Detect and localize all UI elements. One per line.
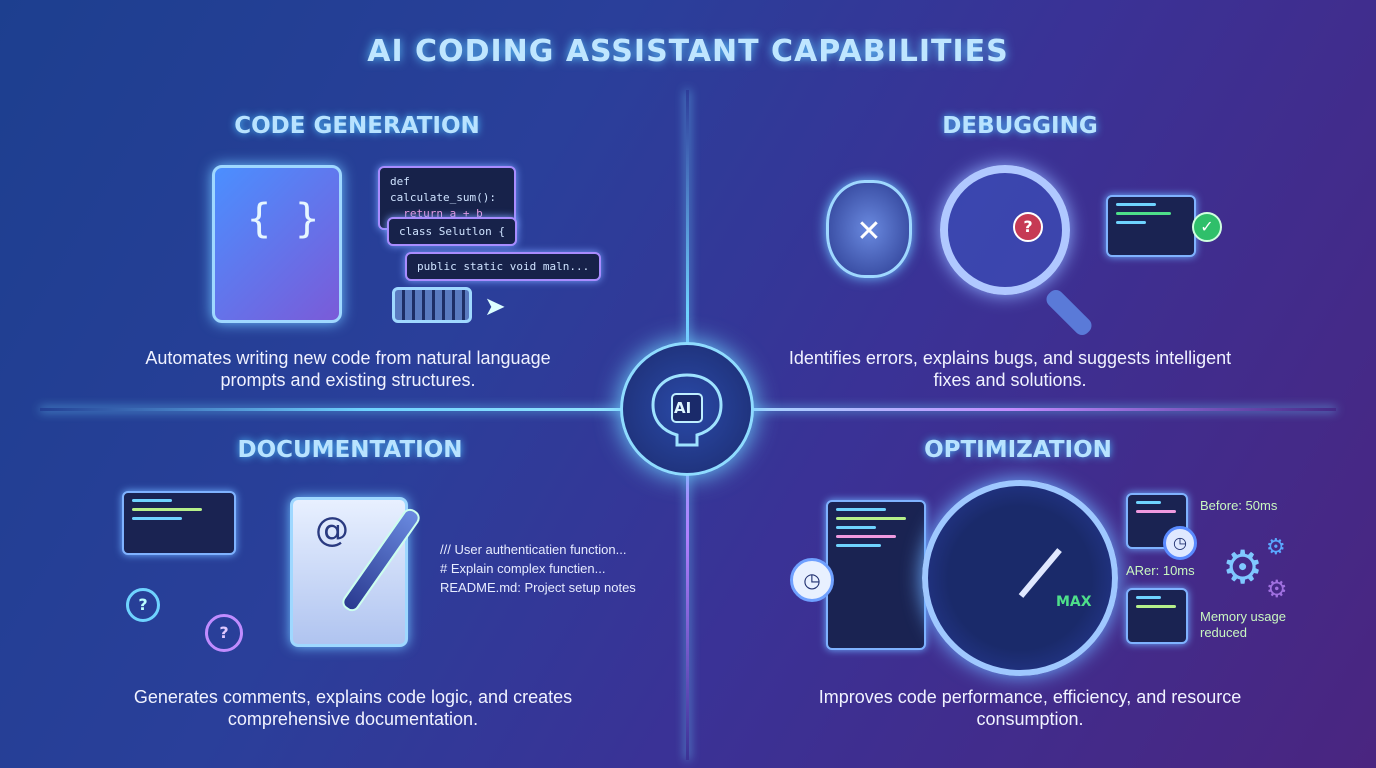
code-window: [826, 500, 926, 650]
gauge-max-label: MAX: [1056, 594, 1092, 610]
page-title: AI CODING ASSISTANT CAPABILITIES: [367, 34, 1009, 69]
doc-notes: /// User authenticatien function... # Ex…: [440, 540, 636, 597]
doc-note: # Explain complex functien...: [440, 561, 606, 576]
gear-icon: ⚙: [1222, 540, 1264, 594]
heading-documentation: DOCUMENTATION: [237, 437, 463, 463]
brain-chip-icon: [651, 373, 723, 447]
code-window: [1126, 588, 1188, 644]
heading-optimization: OPTIMIZATION: [924, 437, 1112, 463]
code-line: return a + b: [403, 207, 483, 220]
scroll-document-icon: @: [290, 497, 408, 647]
heading-code-generation: CODE GENERATION: [234, 113, 480, 139]
speedometer-gauge: MAX: [922, 480, 1118, 676]
fixed-code-window: [1106, 195, 1196, 257]
gear-icon: ⚙: [1266, 575, 1288, 603]
keyboard-icon: [392, 287, 472, 323]
question-icon: ?: [205, 614, 243, 652]
description-code-generation: Automates writing new code from natural …: [145, 348, 551, 390]
memory-note: Memory usage reduced: [1200, 609, 1286, 640]
notebook-braces-icon: { }: [212, 165, 342, 323]
after-time: ARer: 10ms: [1126, 563, 1195, 578]
magnifier-icon: [940, 165, 1070, 295]
clock-icon: ◷: [1163, 526, 1197, 560]
code-snippet-class: class Selutlon {: [387, 217, 517, 246]
clock-icon: ◷: [790, 558, 834, 602]
description-documentation: Generates comments, explains code logic,…: [133, 687, 573, 729]
code-window: [122, 491, 236, 555]
code-snippet-public: public static void maln...: [405, 252, 602, 281]
ai-brain-hub: AI: [620, 342, 754, 476]
question-badge-icon: ?: [1013, 212, 1043, 242]
bug-icon: ✕: [826, 180, 912, 278]
description-optimization: Improves code performance, efficiency, a…: [818, 687, 1242, 729]
gear-icon: ⚙: [1266, 535, 1286, 560]
description-debugging: Identifies errors, explains bugs, and su…: [788, 348, 1232, 390]
cursor-icon: ➤: [484, 292, 506, 322]
check-icon: ✓: [1192, 212, 1222, 242]
before-time: Before: 50ms: [1200, 498, 1278, 513]
code-line: def calculate_sum():: [390, 175, 496, 204]
question-icon: ?: [126, 588, 160, 622]
ai-label: AI: [674, 399, 692, 417]
doc-note: /// User authenticatien function...: [440, 542, 627, 557]
heading-debugging: DEBUGGING: [942, 113, 1098, 139]
magnifier-handle: [1043, 286, 1095, 339]
doc-note: README.md: Project setup notes: [440, 580, 636, 595]
